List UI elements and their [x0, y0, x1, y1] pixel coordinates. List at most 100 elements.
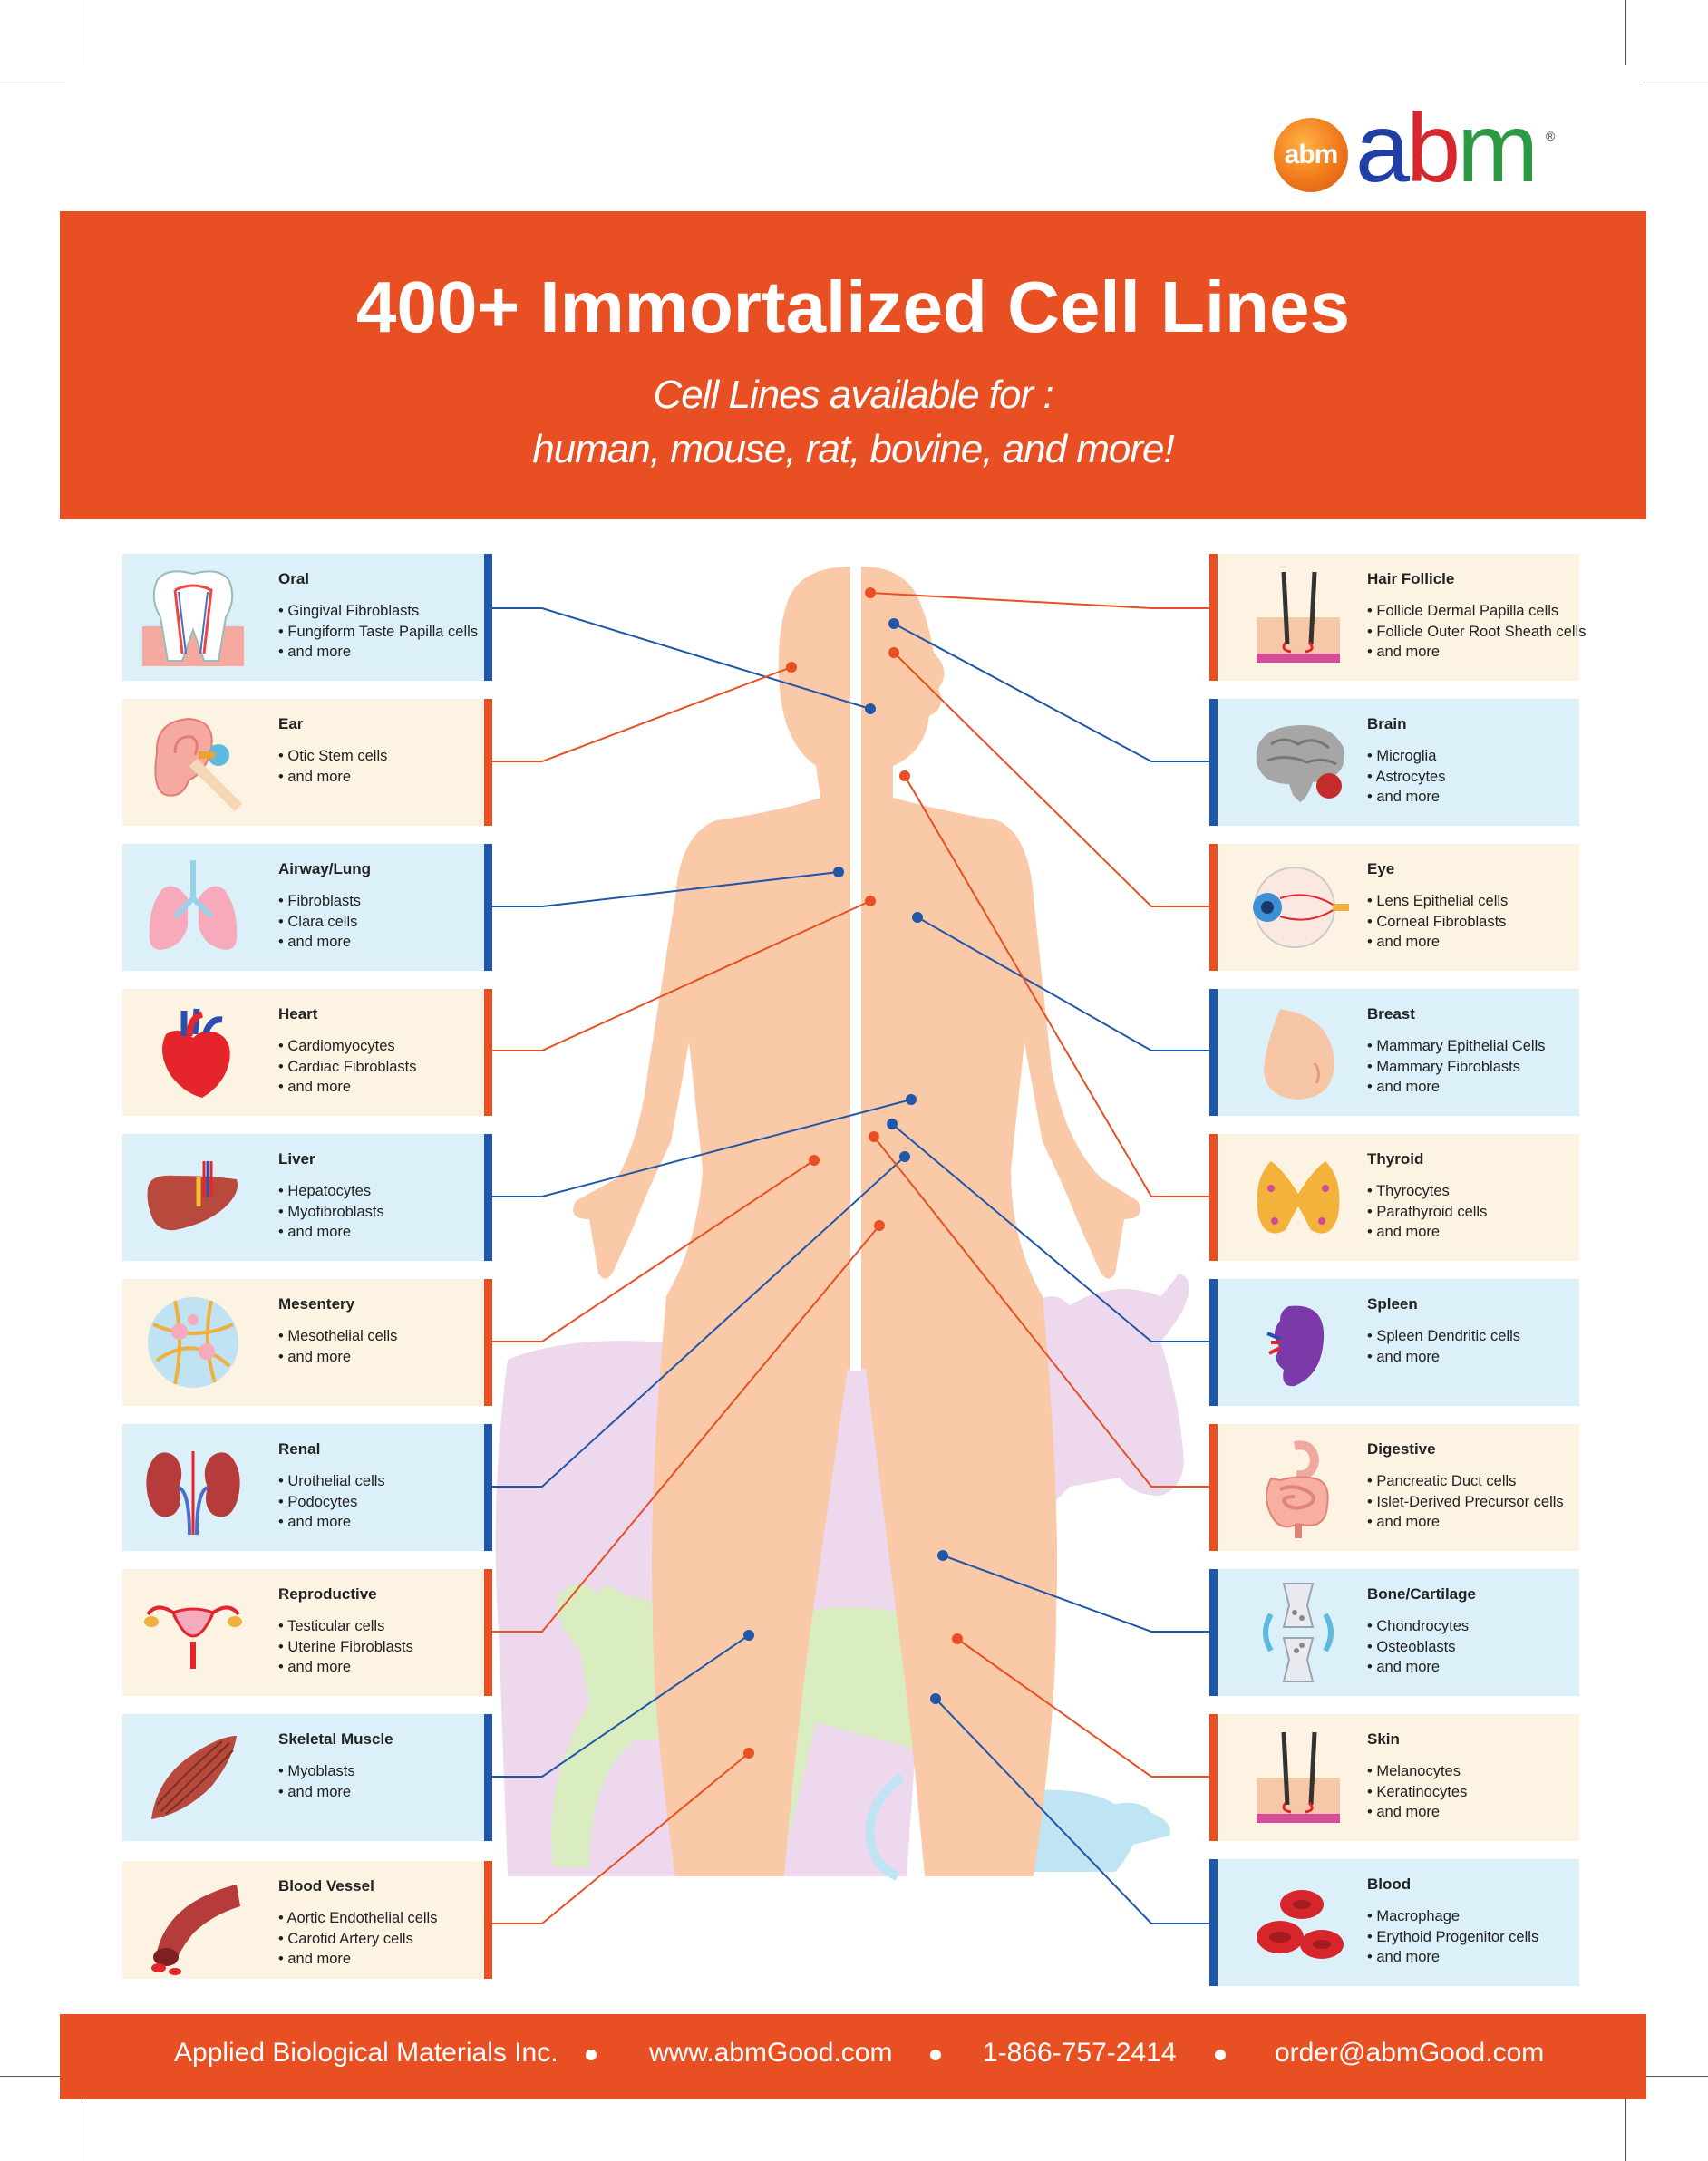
card-item: • Parathyroid cells — [1367, 1203, 1488, 1220]
card-spleen: Spleen • Spleen Dendritic cells • and mo… — [1209, 1279, 1579, 1406]
card-item: • Carotid Artery cells — [278, 1930, 413, 1947]
eye-icon — [1253, 867, 1349, 948]
lungs-icon — [149, 860, 238, 950]
subtitle-line-1: Cell Lines available for : — [653, 373, 1053, 417]
heart-icon — [162, 1008, 230, 1098]
footer-company: Applied Biological Materials Inc. — [174, 2038, 558, 2068]
card-title: Airway/Lung — [278, 860, 372, 877]
card-item: • Uterine Fibroblasts — [278, 1638, 413, 1655]
card-item: • Melanocytes — [1367, 1763, 1461, 1779]
connector-bone — [942, 1555, 1209, 1633]
card-item: • and more — [278, 644, 352, 660]
card-title: Renal — [278, 1440, 321, 1458]
connector-dots — [743, 587, 963, 1759]
brain-icon — [1256, 725, 1345, 802]
crop-mark — [1625, 2096, 1626, 2161]
card-renal: Renal • Urothelial cells • Podocytes • a… — [122, 1424, 492, 1551]
card-item: • Fibroblasts — [278, 893, 362, 909]
card-item: • Hepatocytes — [278, 1183, 372, 1199]
connector-eye — [893, 652, 1209, 907]
muscle-icon — [151, 1736, 237, 1819]
skin-icon — [1257, 1731, 1340, 1823]
card-item: • and more — [278, 1514, 352, 1530]
mesentery-icon — [148, 1297, 238, 1388]
card-item: • Cardiac Fibroblasts — [278, 1058, 417, 1075]
card-accent-bar — [1209, 989, 1218, 1116]
hair-follicle-icon — [1257, 571, 1340, 663]
card-item: • Urothelial cells — [278, 1473, 385, 1489]
card-accent-bar — [1209, 699, 1218, 826]
card-title: Blood — [1367, 1875, 1412, 1893]
card-item: • and more — [278, 1079, 352, 1095]
card-blood: Blood • Macrophage • Erythoid Progenitor… — [1209, 1859, 1579, 1986]
footer-website-link[interactable]: www.abmGood.com — [649, 2038, 893, 2068]
card-blood-vessel: Blood Vessel • Aortic Endothelial cells … — [122, 1861, 492, 1979]
card-item: • and more — [1367, 1659, 1441, 1675]
connector-breast — [917, 916, 1209, 1051]
card-item: • and more — [1367, 1224, 1441, 1240]
card-skin: Skin • Melanocytes • Keratinocytes • and… — [1209, 1714, 1579, 1841]
card-title: Mesentery — [278, 1295, 355, 1313]
footer-email-link[interactable]: order@abmGood.com — [1275, 2038, 1545, 2068]
human-body-silhouette — [573, 555, 1140, 1876]
card-title: Spleen — [1367, 1295, 1418, 1313]
crop-mark — [1625, 0, 1626, 65]
card-item: • Erythoid Progenitor cells — [1367, 1928, 1539, 1945]
card-accent-bar — [484, 1424, 492, 1551]
abm-logo: abm abm ® — [1274, 98, 1564, 199]
bone-icon — [1263, 1583, 1334, 1682]
card-accent-bar — [484, 699, 492, 826]
card-accent-bar — [1209, 554, 1218, 681]
ear-icon — [154, 717, 243, 812]
connector-brain — [893, 623, 1209, 762]
card-airway-lung: Airway/Lung • Fibroblasts • Clara cells … — [122, 844, 492, 971]
card-item: • and more — [278, 1224, 352, 1240]
card-accent-bar — [1209, 1134, 1218, 1261]
card-title: Digestive — [1367, 1440, 1436, 1458]
card-item: • Pancreatic Duct cells — [1367, 1473, 1517, 1489]
card-item: • Microglia — [1367, 748, 1437, 764]
footer-phone[interactable]: 1-866-757-2414 — [983, 2038, 1177, 2068]
card-item: • Corneal Fibroblasts — [1367, 913, 1507, 930]
card-accent-bar — [484, 1861, 492, 1979]
card-item: • Myofibroblasts — [278, 1203, 384, 1220]
card-title: Reproductive — [278, 1585, 377, 1603]
card-accent-bar — [484, 1134, 492, 1261]
card-title: Liver — [278, 1150, 315, 1168]
card-title: Eye — [1367, 860, 1395, 877]
card-item: • Otic Stem cells — [278, 748, 388, 764]
card-accent-bar — [1209, 1279, 1218, 1406]
footer-separator — [586, 2050, 597, 2060]
card-item: • and more — [1367, 1079, 1441, 1095]
card-item: • and more — [278, 768, 352, 785]
card-title: Skeletal Muscle — [278, 1730, 393, 1748]
card-item: • Mammary Epithelial Cells — [1367, 1038, 1546, 1054]
card-item: • and more — [1367, 644, 1441, 660]
card-title: Blood Vessel — [278, 1877, 374, 1895]
card-item: • Follicle Dermal Papilla cells — [1367, 603, 1559, 619]
connector-renal — [487, 1156, 906, 1488]
connector-thyroid — [904, 775, 1209, 1197]
card-item: • Cardiomyocytes — [278, 1038, 395, 1054]
card-title: Ear — [278, 715, 304, 732]
uterus-icon — [144, 1605, 242, 1669]
card-accent-bar — [1209, 1859, 1218, 1986]
card-item: • and more — [1367, 1949, 1441, 1965]
card-title: Heart — [278, 1005, 318, 1022]
card-accent-bar — [1209, 844, 1218, 971]
card-brain: Brain • Microglia • Astrocytes • and mor… — [1209, 699, 1579, 826]
subtitle-line-2: human, mouse, rat, bovine, and more! — [532, 427, 1175, 471]
connector-blood — [935, 1698, 1209, 1924]
card-item: • Testicular cells — [278, 1618, 385, 1634]
intestine-icon — [1266, 1440, 1329, 1538]
card-hair-follicle: Hair Follicle • Follicle Dermal Papilla … — [1209, 554, 1586, 681]
header-banner: 400+ Immortalized Cell Lines Cell Lines … — [60, 211, 1646, 519]
card-title: Hair Follicle — [1367, 570, 1455, 587]
card-item: • Spleen Dendritic cells — [1367, 1328, 1521, 1344]
card-item: • and more — [1367, 934, 1441, 950]
card-item: • Aortic Endothelial cells — [278, 1910, 438, 1926]
card-item: • Myoblasts — [278, 1763, 355, 1779]
card-item: • Podocytes — [278, 1493, 358, 1510]
connector-vessel — [487, 1752, 750, 1924]
